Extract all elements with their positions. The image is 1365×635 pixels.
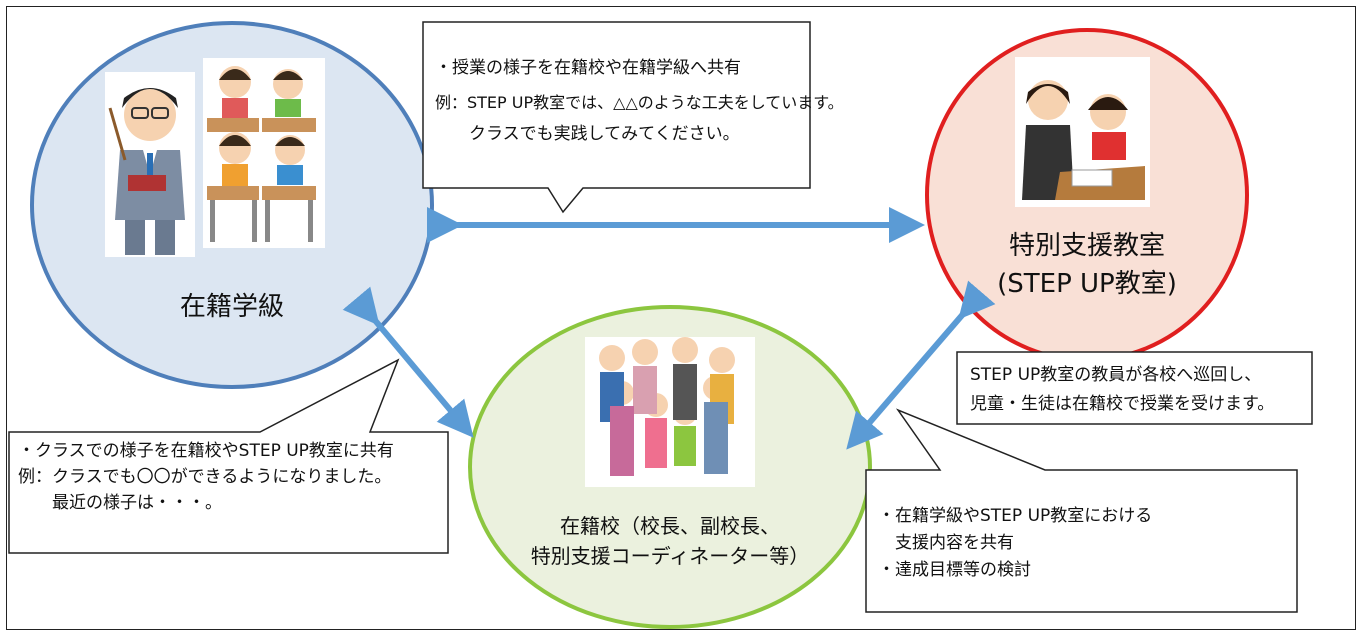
teacher-illustration xyxy=(105,72,195,257)
callout-left-line3: 最近の様子は・・・。 xyxy=(18,493,222,513)
tutoring-illustration xyxy=(1015,57,1150,207)
callout-right-info-box xyxy=(956,351,1313,425)
school-label-line2: 特別支援コーディネーター等） xyxy=(530,544,810,568)
callout-bottom-right-line3: ・達成目標等の検討 xyxy=(878,560,1031,580)
callout-bottom-right-box xyxy=(865,408,1298,613)
classroom-label: 在籍学級 xyxy=(179,292,284,322)
special-room-label-line1: 特別支援教室 xyxy=(1008,231,1165,261)
arrow-classroom-school xyxy=(342,286,474,438)
callout-bottom-right-line1: ・在籍学級やSTEP UP教室における xyxy=(878,506,1153,526)
callout-top-line2: 例：STEP UP教室では、△△のような工夫をしています。 xyxy=(435,93,844,112)
callout-top-line1: ・授業の様子を在籍校や在籍学級へ共有 xyxy=(435,58,741,78)
callout-bottom-right-line2: 支援内容を共有 xyxy=(878,533,1014,553)
callout-right-info-line1: STEP UP教室の教員が各校へ巡回し、 xyxy=(970,365,1262,385)
school-label-line1: 在籍校（校長、副校長、 xyxy=(560,514,780,538)
callout-top-box xyxy=(422,21,811,214)
callout-left-line1: ・クラスでの様子を在籍校やSTEP UP教室に共有 xyxy=(18,441,394,461)
callout-left-line2: 例：クラスでも〇〇ができるようになりました。 xyxy=(18,467,392,487)
arrow-special-school xyxy=(846,280,996,450)
special-room-label-line2: (STEP UP教室) xyxy=(997,269,1177,299)
callout-right-info-line2: 児童・生徒は在籍校で授業を受けます。 xyxy=(970,394,1275,414)
students-illustration xyxy=(203,58,325,248)
callout-top-line3: クラスでも実践してみてください。 xyxy=(435,124,740,144)
school-staff-illustration xyxy=(585,337,755,487)
